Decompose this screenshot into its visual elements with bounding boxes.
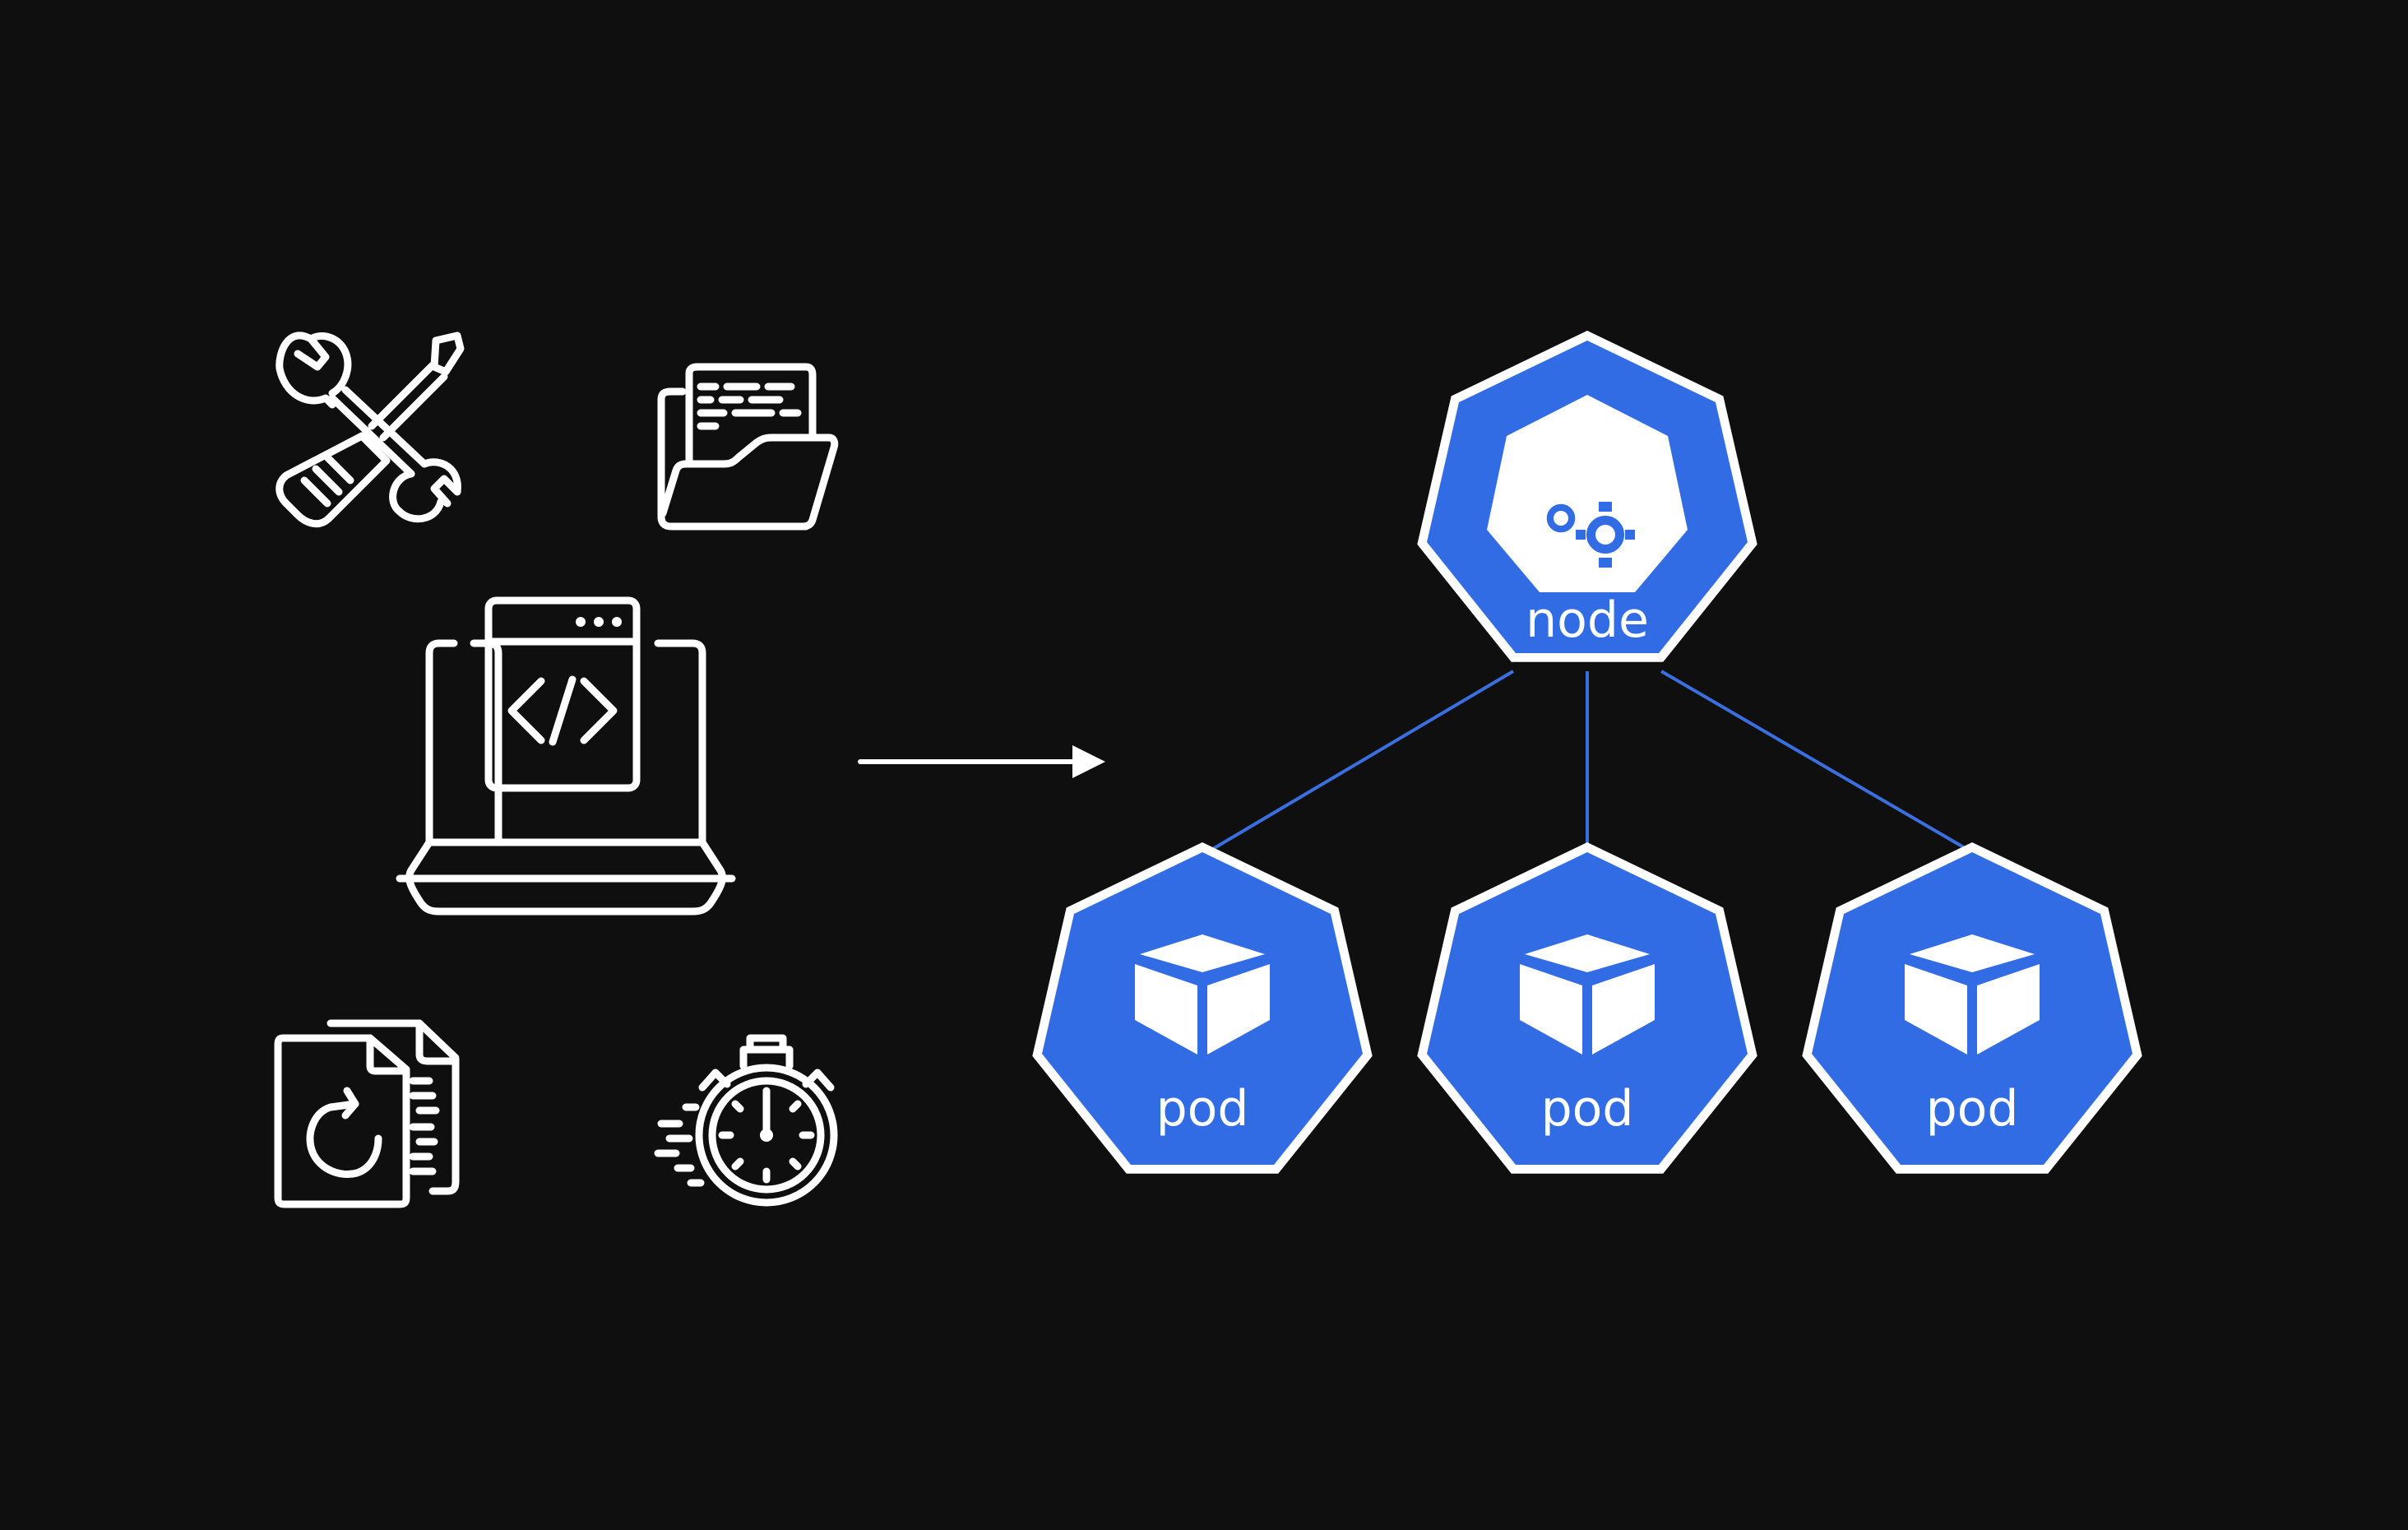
pod-label: pod — [1926, 1080, 2019, 1138]
pod-heptagon: pod — [1802, 842, 2142, 1174]
file-sync-icon — [274, 1019, 460, 1208]
node-cubes-gears-icon — [1545, 423, 1635, 568]
folder-documents-icon — [657, 363, 839, 531]
node-label: node — [1526, 591, 1649, 649]
window-dots-icon — [576, 617, 622, 627]
pod-heptagon: pod — [1032, 842, 1373, 1174]
pod-label: pod — [1156, 1080, 1249, 1138]
pod-label: pod — [1541, 1080, 1634, 1138]
node-heptagon: node — [1417, 331, 1757, 662]
tools-icon — [276, 332, 465, 528]
stopwatch-icon — [654, 1034, 838, 1207]
pod-heptagon: pod — [1417, 842, 1757, 1174]
laptop-code-icon — [396, 596, 736, 916]
connector-lines — [1206, 670, 1974, 854]
